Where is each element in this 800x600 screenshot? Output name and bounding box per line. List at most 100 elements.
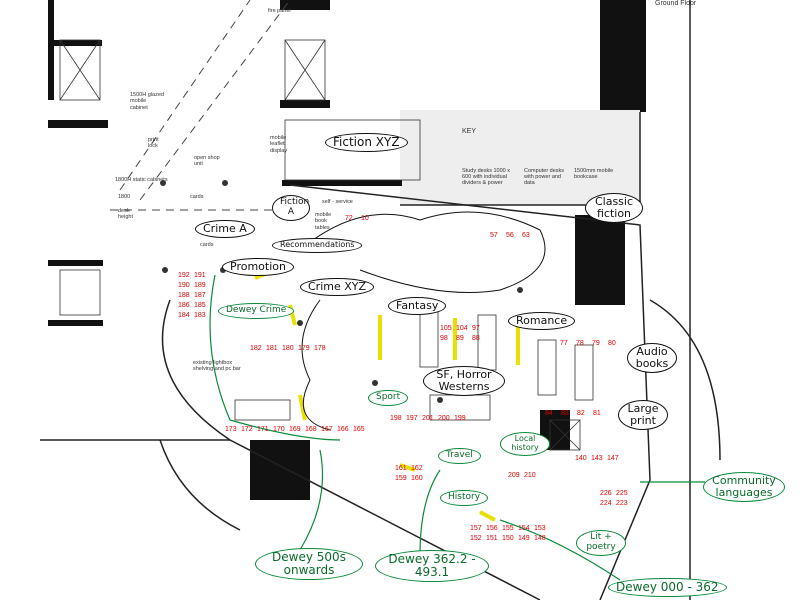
shelf-number: 198 (390, 415, 402, 422)
shelf-number: 179 (298, 345, 310, 352)
floor-title: Ground Floor (655, 0, 697, 7)
zone-classic-fiction: Classic fiction (585, 193, 643, 224)
shelf-number: 182 (250, 345, 262, 352)
shelf-number: 197 (406, 415, 418, 422)
shelf-number: 166 (337, 426, 349, 433)
shelf-number: 97 (472, 325, 480, 332)
shelf-number: 105 (440, 325, 452, 332)
shelf-number: 63 (522, 232, 530, 239)
key-mobile-bookcase: 1500mm mobile bookcase (574, 168, 614, 180)
shelf-number: 89 (456, 335, 464, 342)
shelf-number: 88 (472, 335, 480, 342)
shelf-number: 171 (257, 426, 269, 433)
route-lines-black (299, 211, 546, 431)
shelf-number: 191 (194, 272, 206, 279)
shelf-number: 80 (608, 340, 616, 347)
shelf-number: 156 (486, 525, 498, 532)
shelf-number: 209 (508, 472, 520, 479)
shelf-number: 10 (361, 215, 369, 222)
note-lightbox-shelving: existing lightbox shelving and pc bar (193, 360, 241, 373)
zone-lit-poetry: Lit + poetry (576, 530, 626, 556)
shelf-number: 225 (616, 490, 628, 497)
shelf-number: 77 (560, 340, 568, 347)
zone-dewey-500s: Dewey 500s onwards (255, 548, 363, 581)
shelf-number: 160 (411, 475, 423, 482)
shelf-number: 185 (194, 302, 206, 309)
shelf-number: 172 (241, 426, 253, 433)
zone-promotion: Promotion (222, 258, 294, 277)
note-cards-2: cards (200, 242, 214, 248)
note-cards-1: cards (190, 194, 204, 200)
shelf-number: 152 (470, 535, 482, 542)
key-heading: KEY (462, 128, 477, 135)
shelf-number: 200 (438, 415, 450, 422)
shelf-number: 192 (178, 272, 190, 279)
zone-local-history: Local history (500, 432, 550, 456)
shelf-number: 159 (395, 475, 407, 482)
study-desks (234, 311, 594, 421)
shelf-number: 210 (524, 472, 536, 479)
shelf-number: 184 (178, 312, 190, 319)
zone-sf-horror-westerns: SF, Horror Westerns (423, 366, 505, 397)
shelf-number: 181 (266, 345, 278, 352)
route-lines (209, 274, 705, 581)
note-open-shop-unit: open shop unit (194, 155, 220, 168)
zone-large-print: Large print (618, 400, 668, 431)
zone-romance: Romance (508, 312, 576, 331)
shelf-number: 188 (178, 292, 190, 299)
zone-crime-xyz: Crime XYZ (300, 278, 375, 297)
shelf-number: 180 (282, 345, 294, 352)
shelf-number: 167 (321, 426, 333, 433)
note-1800: 1800 (118, 194, 131, 200)
shelf-number: 199 (454, 415, 466, 422)
zone-crime-a: Crime A (195, 220, 255, 239)
shelf-number: 187 (194, 292, 206, 299)
shelf-number: 201 (422, 415, 434, 422)
shelf-number: 150 (502, 535, 514, 542)
zone-dewey-362-493: Dewey 362.2 - 493.1 (375, 550, 489, 583)
shelf-number: 151 (486, 535, 498, 542)
zone-community-languages: Community languages (703, 472, 785, 503)
key-study-desks: Study desks 1000 x 600 with individual d… (462, 168, 511, 186)
note-static-cabinets: 1800H static cabinets (115, 177, 168, 183)
note-print-lock: print lock (148, 137, 159, 150)
shelf-number: 149 (518, 535, 530, 542)
note-book-tables: mobile book tables (315, 212, 332, 231)
shelf-number: 165 (353, 426, 365, 433)
shelf-number: 169 (289, 426, 301, 433)
note-fire-panel: fire panel (268, 8, 291, 14)
key-computer-desks: Computer desks with power and data (524, 168, 565, 186)
zone-fantasy: Fantasy (388, 297, 447, 316)
note-desk-height: desk height (118, 208, 133, 221)
shelf-number: 226 (600, 490, 612, 497)
shelf-number: 173 (225, 426, 237, 433)
shelf-number: 84 (545, 410, 553, 417)
zone-history: History (440, 490, 489, 506)
shelf-number: 224 (600, 500, 612, 507)
shelf-number: 104 (456, 325, 468, 332)
shelf-number: 183 (194, 312, 206, 319)
zone-dewey-crime: Dewey Crime (218, 303, 295, 319)
shelf-number: 81 (593, 410, 601, 417)
legend-key: KEY Study desks 1000 x 600 with individu… (462, 128, 632, 198)
shelf-number: 162 (411, 465, 423, 472)
shelf-number: 153 (534, 525, 546, 532)
zone-audio-books: Audio books (627, 343, 677, 374)
shelf-number: 72 (345, 215, 353, 222)
shelf-number: 78 (576, 340, 584, 347)
shelf-number: 157 (470, 525, 482, 532)
shelf-number: 79 (592, 340, 600, 347)
shelf-number: 140 (575, 455, 587, 462)
shelf-number: 168 (305, 426, 317, 433)
shelf-number: 82 (577, 410, 585, 417)
shelf-number: 154 (518, 525, 530, 532)
shelf-number: 56 (506, 232, 514, 239)
zone-fiction-a: Fiction A (272, 195, 310, 221)
shelf-number: 143 (591, 455, 603, 462)
note-self-service: self - service (322, 199, 353, 205)
shaded-area (400, 110, 640, 205)
shelf-number: 161 (395, 465, 407, 472)
zone-travel: Travel (438, 448, 481, 464)
shelf-number: 147 (607, 455, 619, 462)
